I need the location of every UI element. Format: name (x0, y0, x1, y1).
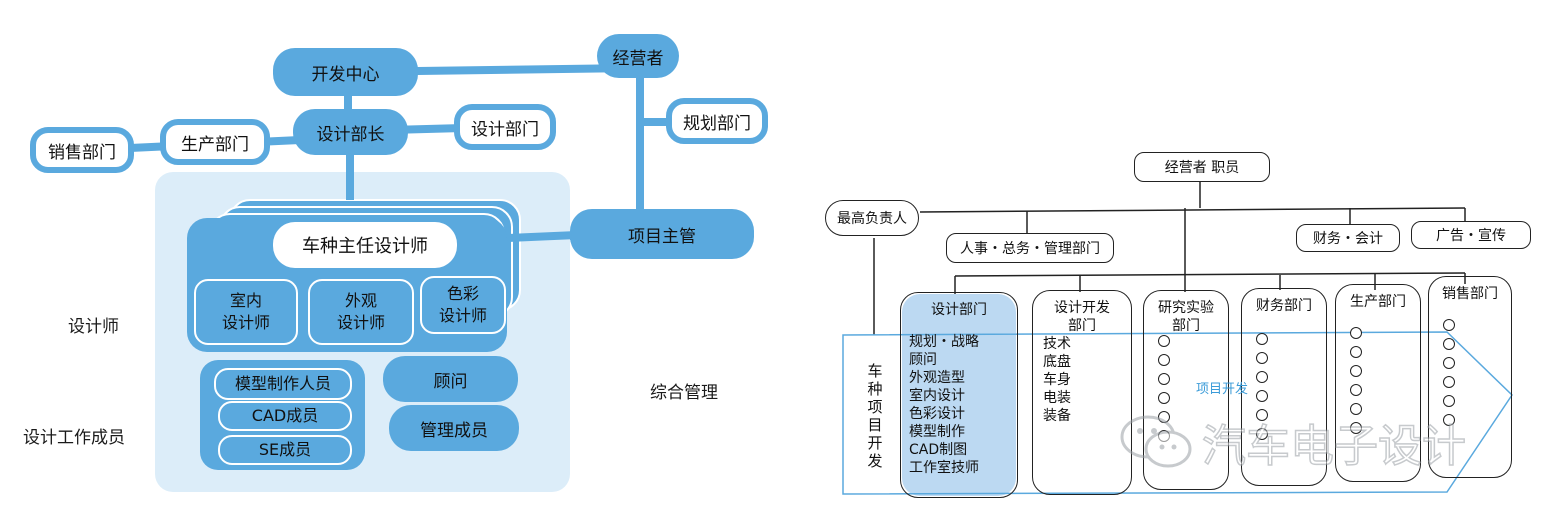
consult-node: 顾问 (383, 356, 518, 402)
dept-title: 财务部门 (1256, 298, 1312, 314)
interior-designer: 室内 设计师 (194, 279, 298, 345)
list-item: 色彩设计 (909, 406, 965, 422)
vehicle-dev-label: 车种项目开发 (867, 362, 883, 470)
design-dev-items: 技术 底盘 车身 电装 装备 (1043, 335, 1071, 425)
list-item: 电装 (1043, 390, 1071, 406)
production-dept-node: 生产部门 (160, 119, 270, 165)
project-dev-arrow (842, 331, 1513, 495)
dept-design: 设计部门 规划・战略 顾问 外观造型 室内设计 色彩设计 模型制作 CAD制图 … (900, 292, 1018, 498)
model-maker: 模型制作人员 (214, 368, 352, 400)
project-dev-label: 项目开发 (1196, 382, 1249, 397)
dept-design-dev: 设计开发 部门 技术 底盘 车身 电装 装备 (1032, 290, 1132, 495)
dept-title: 设计部门 (931, 302, 987, 318)
manager-node: 经营者 (597, 34, 679, 78)
list-item: 车身 (1043, 372, 1071, 388)
list-item: 模型制作 (909, 424, 965, 440)
dept-title: 研究实验 部门 (1158, 300, 1214, 334)
top-responsible-box: 最高负责人 (825, 200, 919, 236)
staff-side-label: 设计工作成员 (23, 428, 125, 448)
chief-designer-node: 车种主任设计师 (273, 222, 457, 268)
cad-member: CAD成员 (218, 401, 352, 431)
design-dept-highlight (902, 294, 1016, 496)
list-item: 底盘 (1043, 354, 1071, 370)
placeholder-circles (1350, 327, 1362, 441)
dept-sales: 销售部门 (1428, 276, 1512, 478)
watermark: 汽车电子设计 (1118, 410, 1467, 474)
list-item: 顾问 (909, 352, 937, 368)
dept-title: 设计开发 部门 (1054, 300, 1110, 334)
list-item: 技术 (1043, 336, 1071, 352)
placeholder-circles (1256, 333, 1268, 447)
exterior-designer: 外观 设计师 (308, 279, 414, 345)
placeholder-circles (1443, 319, 1455, 433)
finance-acct-box: 财务・会计 (1296, 224, 1400, 252)
list-item: 室内设计 (909, 388, 965, 404)
project-lead-node: 项目主管 (570, 209, 754, 259)
manager-staff-box: 经营者 职员 (1134, 152, 1270, 182)
sales-dept-node: 销售部门 (30, 127, 134, 173)
color-designer: 色彩 设计师 (420, 276, 506, 334)
designer-side-label: 设计师 (68, 317, 119, 337)
dev-center-node: 开发中心 (273, 48, 418, 96)
dept-title: 生产部门 (1350, 294, 1406, 310)
ad-pr-box: 广告・宣传 (1411, 221, 1531, 249)
dept-production: 生产部门 (1335, 284, 1421, 482)
list-item: CAD制图 (909, 442, 968, 458)
watermark-text: 汽车电子设计 (1201, 420, 1467, 473)
design-chief-node: 设计部长 (293, 109, 408, 155)
list-item: 工作室技师 (909, 460, 979, 476)
list-item: 外观造型 (909, 370, 965, 386)
se-member: SE成员 (218, 435, 352, 465)
list-item: 规划・战略 (909, 334, 979, 350)
planning-dept-node: 规划部门 (666, 98, 768, 144)
mgmt-member-node: 管理成员 (389, 405, 519, 451)
design-dept-node: 设计部门 (454, 104, 556, 150)
dept-finance: 财务部门 (1241, 288, 1327, 486)
wechat-icon (1120, 415, 1192, 468)
dept-title: 销售部门 (1442, 286, 1498, 302)
general-mgmt-label: 综合管理 (650, 383, 718, 403)
design-dept-items: 规划・战略 顾问 外观造型 室内设计 色彩设计 模型制作 CAD制图 工作室技师 (909, 333, 979, 477)
hr-admin-box: 人事・总务・管理部门 (946, 233, 1114, 263)
list-item: 装备 (1043, 408, 1071, 424)
